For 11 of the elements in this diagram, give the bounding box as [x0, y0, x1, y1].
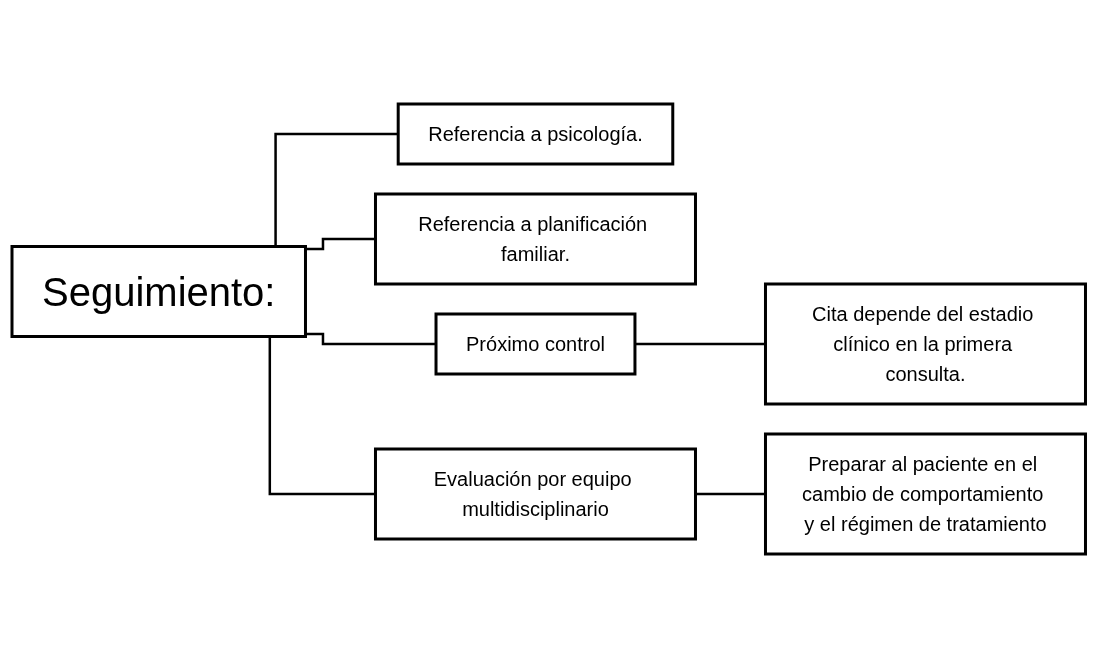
node-box: Próximo control: [434, 312, 637, 375]
connector: [305, 332, 437, 345]
connector: [635, 342, 766, 345]
node-box: Preparar al paciente en el cambio de comportamiento y el régimen de tratamiento: [764, 432, 1088, 555]
node-box: Referencia a psicología.: [396, 102, 675, 165]
node-box: Referencia a planificación familiar.: [374, 192, 698, 285]
connector: [695, 492, 766, 495]
node-box: Seguimiento:: [10, 244, 308, 338]
node-box: Evaluación por equipo multidisciplinario: [374, 447, 698, 540]
node-box: Cita depende del estadio clínico en la primera consulta.: [764, 282, 1088, 405]
connector: [305, 237, 376, 250]
